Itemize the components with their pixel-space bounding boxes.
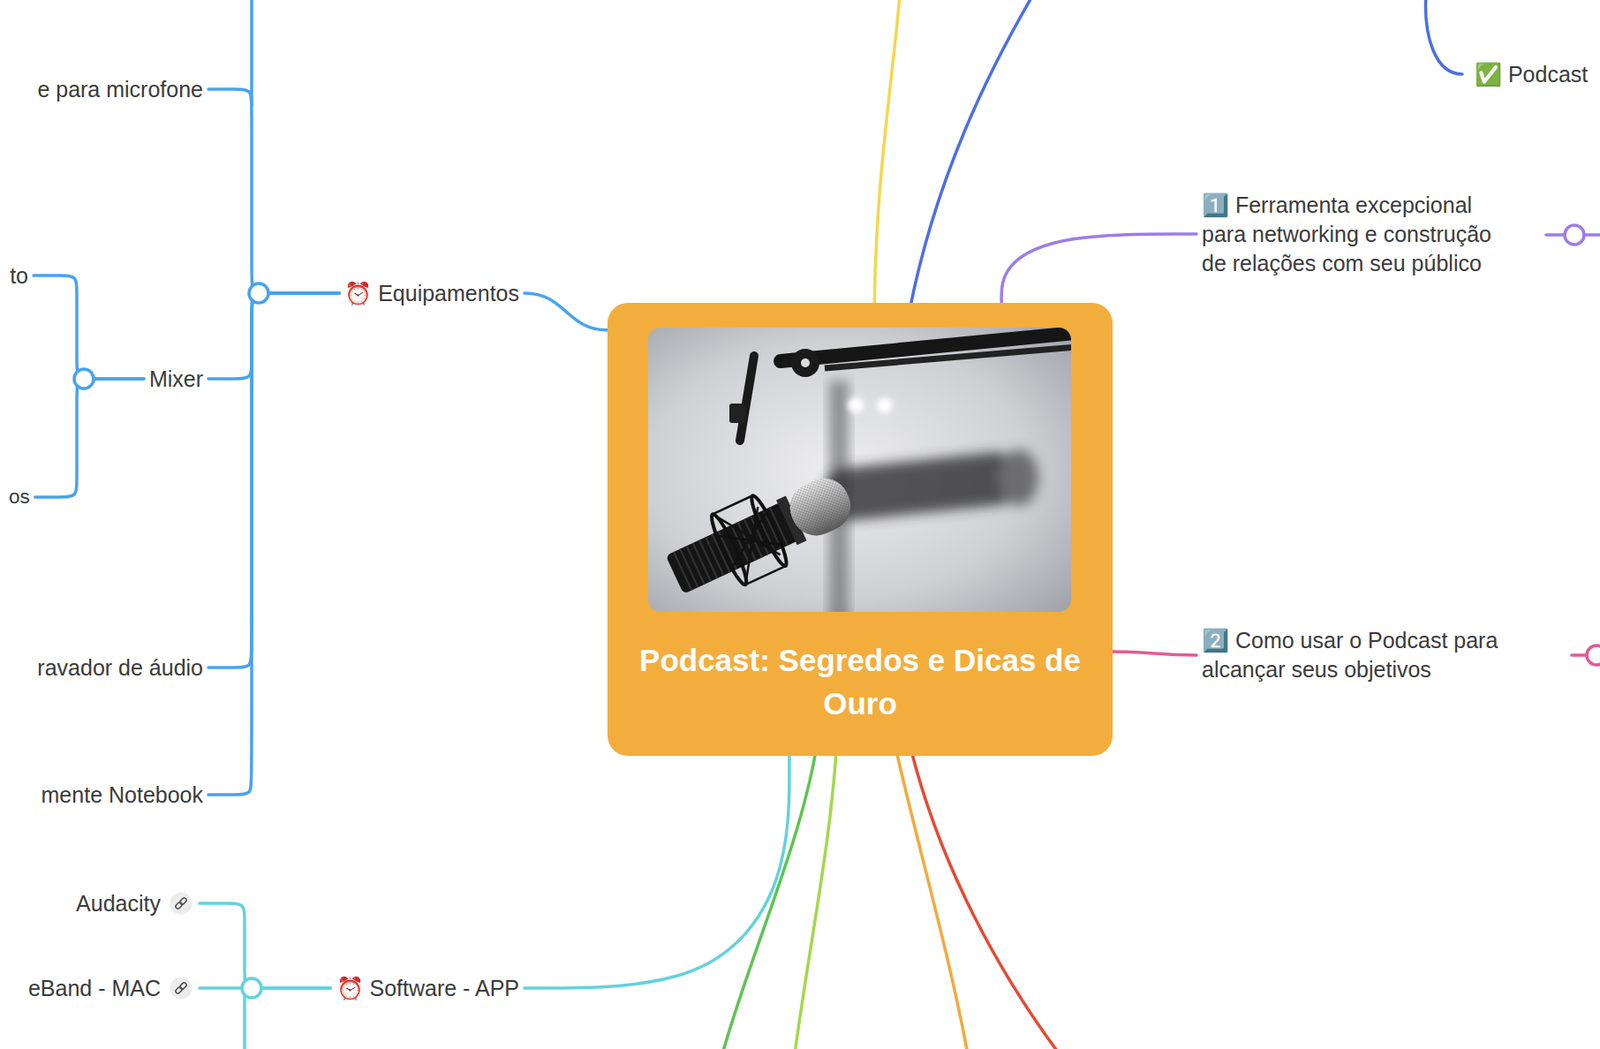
light-spot bbox=[876, 397, 893, 414]
topic-label: mente Notebook bbox=[41, 780, 204, 810]
topic-label: ⏰ Equipamentos bbox=[344, 279, 520, 309]
link-icon bbox=[169, 976, 193, 1000]
link-icon-disc bbox=[170, 892, 193, 915]
branch-connector bbox=[199, 903, 332, 989]
topic-node: to bbox=[4, 259, 34, 293]
central-topic-title: Podcast: Segredos e Dicas de Ouro bbox=[626, 638, 1094, 725]
branch-connector bbox=[33, 275, 144, 379]
branch-connector bbox=[1001, 233, 1197, 303]
topic-label: ⏰ Software - APP bbox=[336, 973, 520, 1004]
topic-node: 2️⃣ Como usar o Podcast para alcançar se… bbox=[1196, 624, 1561, 687]
topic-label: ✅ Podcast bbox=[1474, 60, 1588, 90]
topic-node: os bbox=[3, 482, 36, 513]
microphone-photo bbox=[648, 327, 1072, 612]
branch-knob bbox=[1564, 225, 1585, 245]
topic-node: 1️⃣ Ferramenta excepcional para networki… bbox=[1196, 188, 1508, 280]
branch-connector bbox=[208, 293, 340, 668]
light-spot bbox=[847, 397, 864, 414]
topic-node: ⏰ Equipamentos bbox=[339, 277, 525, 310]
topic-node: e para microfone bbox=[31, 73, 209, 106]
branch-connector bbox=[524, 755, 790, 989]
branch-knob bbox=[74, 369, 94, 389]
topic-label: ravador de áudio bbox=[37, 653, 204, 683]
topic-node: ravador de áudio bbox=[31, 651, 209, 685]
boom-joint bbox=[800, 358, 810, 368]
branch-line bbox=[242, 993, 247, 1049]
microphone bbox=[657, 459, 864, 611]
link-icon-chain bbox=[174, 981, 188, 995]
blurred-microphone bbox=[822, 449, 1039, 523]
link-icon bbox=[169, 891, 193, 915]
photo-background bbox=[648, 327, 1072, 612]
boom-joint bbox=[791, 348, 820, 378]
topic-label: to bbox=[9, 261, 29, 291]
branch-knob bbox=[1586, 645, 1600, 665]
topic-label: eBand - MAC bbox=[28, 973, 161, 1004]
branch-connector bbox=[199, 986, 332, 990]
branch-line bbox=[1426, 0, 1463, 75]
branch-connector bbox=[524, 293, 608, 331]
branch-connector bbox=[1112, 651, 1197, 656]
branch-line bbox=[249, 0, 254, 106]
topic-node: Mixer bbox=[143, 362, 209, 396]
branch-knob bbox=[249, 283, 269, 303]
topic-label: Mixer bbox=[149, 364, 204, 394]
branch-connector bbox=[208, 293, 340, 379]
topic-label: 2️⃣ Como usar o Podcast para alcançar se… bbox=[1201, 626, 1555, 685]
link-icon-disc bbox=[170, 977, 193, 1000]
branch-connector bbox=[208, 293, 340, 795]
topic-label: e para microfone bbox=[37, 75, 204, 105]
branch-connector bbox=[35, 378, 144, 498]
branch-connector bbox=[208, 89, 340, 294]
topic-node: ✅ Podcast bbox=[1469, 58, 1593, 91]
topic-node: Audacity bbox=[70, 887, 200, 921]
branch-line bbox=[896, 750, 968, 1049]
topic-node: eBand - MAC bbox=[22, 972, 200, 1005]
topic-label: 1️⃣ Ferramenta excepcional para networki… bbox=[1201, 190, 1502, 279]
branch-line bbox=[794, 750, 837, 1049]
mount-knob bbox=[729, 403, 746, 423]
branch-knob bbox=[241, 978, 262, 998]
boom-arm bbox=[824, 347, 1072, 369]
topic-label: Audacity bbox=[75, 889, 161, 919]
link-icon-chain bbox=[174, 897, 188, 910]
branch-line bbox=[874, 0, 900, 311]
topic-label: os bbox=[8, 483, 31, 511]
topic-node: ⏰ Software - APP bbox=[331, 972, 525, 1005]
branch-line bbox=[911, 750, 1060, 1049]
mount-arm bbox=[739, 355, 755, 441]
topic-node: mente Notebook bbox=[36, 778, 209, 812]
